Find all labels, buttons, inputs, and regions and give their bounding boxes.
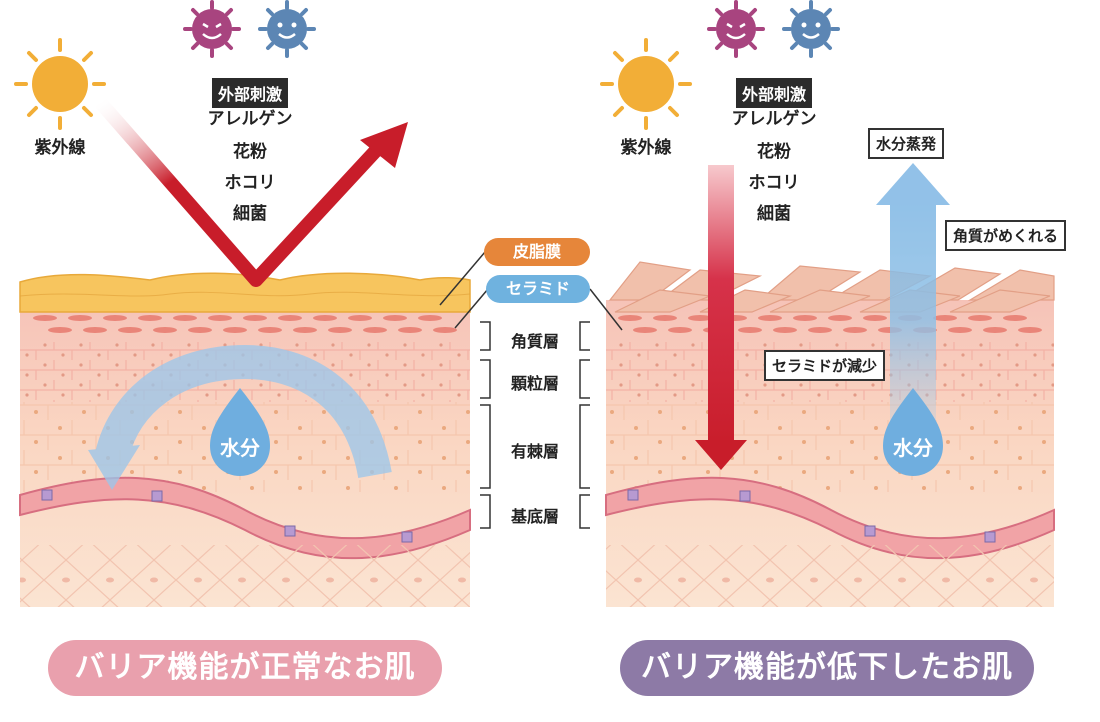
stimulus-item-left-3: 細菌 <box>233 204 267 224</box>
normal-barrier-title: バリア機能が正常なお肌 <box>48 640 442 696</box>
water-evaporation-label: 水分蒸発 <box>868 128 945 159</box>
virus-icon-blue-left <box>258 0 316 58</box>
sun-icon-right <box>600 38 692 130</box>
impaired-barrier-title: バリア機能が低下したお肌 <box>620 640 1034 696</box>
right-skin-cross-section <box>605 261 1055 607</box>
water-label-left: 水分 <box>220 436 260 460</box>
ceramide-pill: セラミド <box>486 275 590 303</box>
stimulus-item-right-3: 細菌 <box>757 204 791 224</box>
stimulus-item-left-1: 花粉 <box>233 142 267 162</box>
stimulus-item-right-0: アレルゲン <box>731 109 817 129</box>
legend-leader-lines <box>439 251 623 529</box>
stimulus-item-left-0: アレルゲン <box>207 109 293 129</box>
water-label-right: 水分 <box>893 436 933 460</box>
stratum-basale-label: 基底層 <box>510 507 559 526</box>
uv-label-left: 紫外線 <box>34 138 86 158</box>
external-stimuli-tag-right: 外部刺激 <box>735 78 813 108</box>
uv-reflection-arrow <box>94 97 408 287</box>
uv-penetration-arrow <box>695 165 747 470</box>
ceramide-decrease-label: セラミドが減少 <box>764 350 886 381</box>
stratum-corneum-label: 角質層 <box>510 332 559 351</box>
external-stimuli-tag-left: 外部刺激 <box>211 78 289 108</box>
stratum-granulosum-label: 顆粒層 <box>510 374 559 393</box>
stimulus-item-right-1: 花粉 <box>757 142 791 162</box>
virus-icon-blue-right <box>782 0 840 58</box>
uv-label-right: 紫外線 <box>620 138 672 158</box>
sun-icon-left <box>14 38 106 130</box>
evaporation-arrow <box>876 163 950 440</box>
stratum-spinosum-label: 有棘層 <box>510 442 559 461</box>
stimulus-item-left-2: ホコリ <box>224 173 276 193</box>
sebum-film-pill: 皮脂膜 <box>484 238 590 266</box>
virus-icon-purple-left <box>183 0 241 58</box>
stimulus-item-right-2: ホコリ <box>748 173 800 193</box>
water-drop-left <box>210 388 270 476</box>
keratin-peeling-label: 角質がめくれる <box>945 220 1067 251</box>
water-drop-right <box>883 388 943 476</box>
moisture-retention-arrow <box>88 344 392 490</box>
virus-icon-purple-right <box>707 0 765 58</box>
